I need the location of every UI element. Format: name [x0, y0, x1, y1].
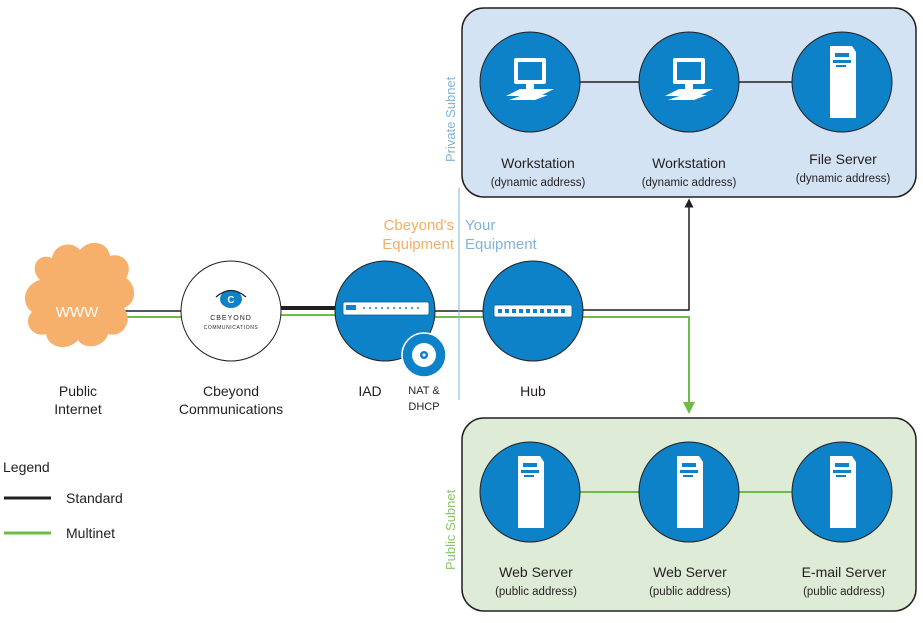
- cbeyond-logo-node: C CBEYOND COMMUNICATIONS: [180, 260, 282, 362]
- private-node-1-address: (dynamic address): [491, 177, 586, 189]
- private-node-3-name: File Server: [809, 151, 877, 167]
- public-node-3-name: E-mail Server: [802, 564, 887, 580]
- public-node-1-address: (public address): [495, 586, 577, 598]
- cbeyond-equipment-line1: Cbeyond's: [384, 217, 454, 234]
- internet-cloud-icon: WWW: [25, 242, 135, 348]
- public-node-3-address: (public address): [803, 586, 885, 598]
- legend-multinet-label: Multinet: [66, 525, 115, 541]
- internet-cloud-text: WWW: [56, 304, 99, 321]
- internet-label-line2: Internet: [54, 401, 102, 417]
- hub-icon: [493, 304, 573, 318]
- cbeyond-logo-line1: CBEYOND: [210, 315, 252, 322]
- file-server-icon: [830, 46, 856, 118]
- web-server-icon: [518, 456, 544, 528]
- cbeyond-label-line1: Cbeyond: [203, 383, 259, 399]
- public-node-2-address: (public address): [649, 586, 731, 598]
- cbeyond-label-line2: Communications: [179, 401, 283, 417]
- your-equipment-line1: Your: [465, 217, 495, 234]
- cbeyond-logo-letter: C: [227, 295, 234, 306]
- public-node-1-name: Web Server: [499, 564, 573, 580]
- iad-label: IAD: [358, 383, 381, 399]
- cbeyond-eye-icon: [220, 290, 242, 308]
- public-subnet-label: Public Subnet: [443, 489, 458, 570]
- public-node-2-name: Web Server: [653, 564, 727, 580]
- your-equipment-line2: Equipment: [465, 236, 538, 253]
- private-node-2: [638, 31, 740, 133]
- email-server-icon: [830, 456, 856, 528]
- cbeyond-equipment-line2: Equipment: [382, 236, 455, 253]
- web-server-icon: [677, 456, 703, 528]
- legend-standard-label: Standard: [66, 490, 123, 506]
- iad-router-icon: [342, 301, 430, 316]
- internet-label-line1: Public: [59, 383, 97, 399]
- iad-node: [334, 260, 436, 362]
- hub-node: [482, 260, 584, 362]
- multinet-line-hub-public: [570, 316, 695, 414]
- nat-label-line1: NAT &: [408, 385, 440, 397]
- hub-label: Hub: [520, 383, 546, 399]
- cbeyond-logo-line2: COMMUNICATIONS: [204, 325, 259, 331]
- workstation-icon: [506, 58, 554, 100]
- private-node-2-name: Workstation: [652, 155, 726, 171]
- public-node-2: [638, 441, 740, 543]
- public-node-3: [791, 441, 893, 543]
- nat-dhcp-disc-icon: [401, 332, 447, 378]
- private-subnet-label: Private Subnet: [443, 76, 458, 162]
- workstation-icon: [665, 58, 713, 100]
- private-node-1: [479, 31, 581, 133]
- legend: Legend Standard Multinet: [3, 459, 123, 541]
- private-node-1-name: Workstation: [501, 155, 575, 171]
- public-node-1: [479, 441, 581, 543]
- private-node-2-address: (dynamic address): [642, 177, 737, 189]
- private-node-3-address: (dynamic address): [796, 173, 891, 185]
- nat-label-line2: DHCP: [408, 401, 439, 413]
- standard-line-hub-private: [570, 198, 694, 311]
- legend-title: Legend: [3, 459, 50, 475]
- private-node-3: [791, 31, 893, 133]
